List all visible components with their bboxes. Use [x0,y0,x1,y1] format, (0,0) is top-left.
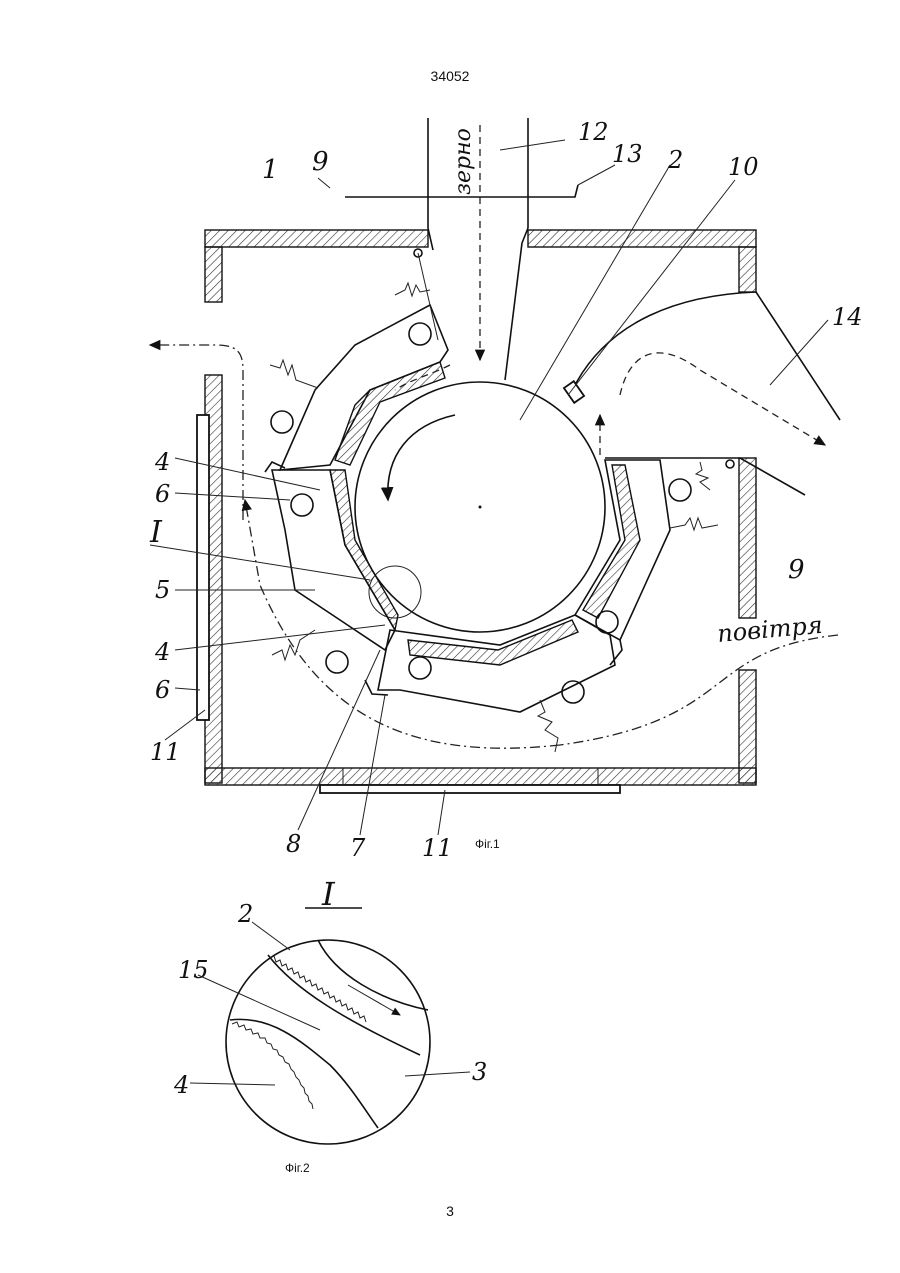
label-grain: зерно [451,128,476,195]
rotation-arrow [388,415,455,500]
ref-4-lower: 4 [154,638,170,666]
ref-12: 12 [578,118,609,146]
ref-7: 7 [350,834,366,862]
ref-9-top: 9 [312,147,329,177]
ref-13: 13 [612,140,643,168]
ref-11-left: 11 [150,738,181,766]
grain-inlet-chute [428,118,528,380]
fig2-caption: Фіг.2 [285,1161,310,1175]
ref-8: 8 [286,830,301,858]
fig2-ref-3: 3 [472,1058,487,1086]
ref-9-right: 9 [788,555,805,585]
page-number: 3 [0,1203,900,1219]
figure-1: 1 9 12 13 2 10 14 9 4 6 I 5 4 6 11 8 7 1… [149,118,863,862]
ref-6-upper: 6 [155,480,170,508]
ref-4-upper: 4 [154,448,170,476]
ref-2: 2 [667,146,683,174]
ref-5: 5 [155,576,170,604]
deck-segments [272,305,670,712]
ref-10: 10 [728,153,759,181]
detail-circle [226,940,430,1144]
fig2-ref-2: 2 [237,900,253,928]
fig2-ref-4: 4 [173,1071,189,1099]
ref-6-lower: 6 [155,676,170,704]
clamps [265,462,622,695]
ref-1: 1 [262,155,279,185]
ref-11-bottom: 11 [422,834,453,862]
ref-14: 14 [832,303,863,331]
ref-I: I [149,515,163,550]
label-air: повітря [716,611,824,648]
fig1-caption: Фіг.1 [475,837,500,851]
figure-2: I 2 15 3 4 Фіг.2 [173,875,487,1175]
fig2-ref-15: 15 [178,956,209,984]
